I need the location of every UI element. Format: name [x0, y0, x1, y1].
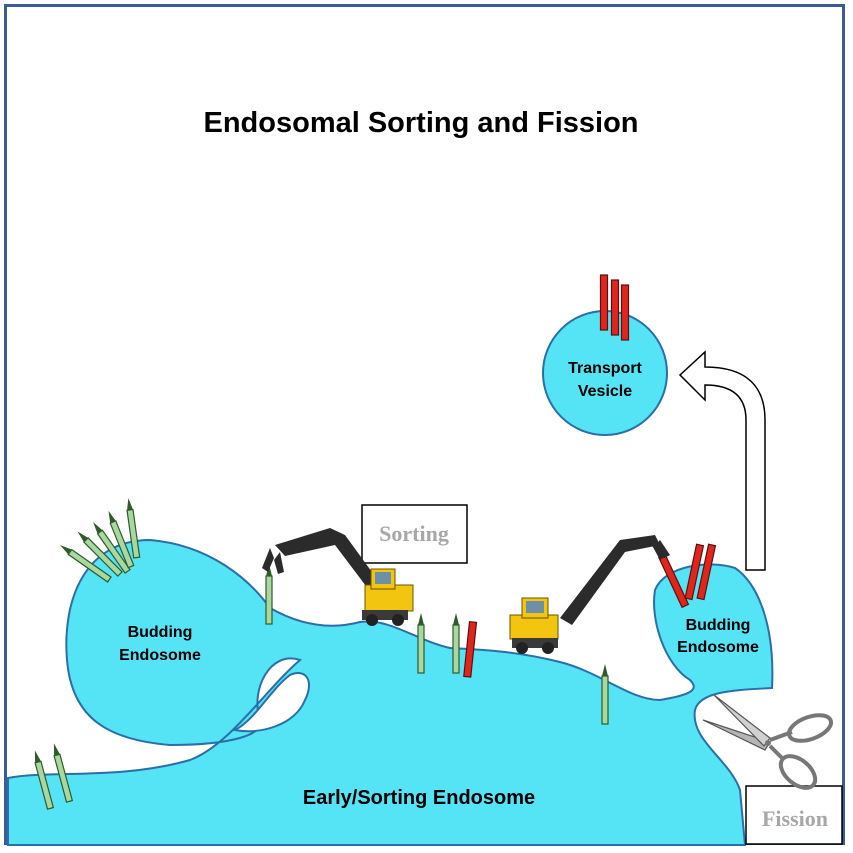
transport-vesicle-label-2: Vesicle — [578, 383, 632, 400]
budding-left-label-2: Endosome — [119, 647, 201, 664]
sorting-label: Sorting — [379, 521, 449, 546]
vesicle-red-cargo — [599, 274, 630, 341]
budding-right-label-1: Budding — [686, 617, 751, 634]
page-title: Endosomal Sorting and Fission — [203, 107, 638, 139]
left-bud-green-cargo — [57, 497, 141, 583]
fission-label: Fission — [762, 806, 828, 831]
endosome-hole — [231, 672, 310, 733]
excavator-icon — [509, 535, 670, 654]
budding-right-label-2: Endosome — [677, 639, 759, 656]
early-sorting-endosome — [7, 538, 774, 846]
excavator-icon — [262, 528, 414, 626]
fission-box: Fission — [745, 785, 843, 845]
scissors-icon — [702, 694, 834, 790]
transport-vesicle-label-1: Transport — [568, 360, 642, 377]
early-sorting-label: Early/Sorting Endosome — [303, 787, 535, 809]
sorting-box: Sorting — [361, 504, 468, 564]
arrow-icon — [678, 350, 766, 571]
budding-left-label-1: Budding — [128, 624, 193, 641]
